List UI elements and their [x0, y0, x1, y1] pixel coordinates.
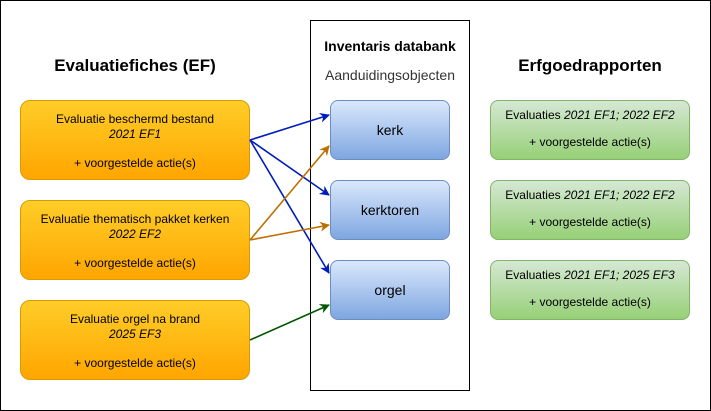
evaluation-code: 2021 EF1 — [108, 127, 162, 141]
arrow-ef1-to-kerktoren — [249, 139, 330, 196]
report-card-orgel[interactable]: Evaluaties 2021 EF1; 2025 EF3 + voorgest… — [490, 260, 690, 320]
evaluation-action: + voorgestelde actie(s) — [74, 256, 196, 270]
evaluation-code: 2025 EF3 — [108, 327, 162, 341]
evaluatiefiches-title: Evaluatiefiches (EF) — [54, 56, 216, 75]
arrow-ef1-to-kerk — [249, 112, 330, 141]
evaluation-title: Evaluatie beschermd bestand — [55, 112, 215, 126]
report-card-kerktoren[interactable]: Evaluaties 2021 EF1; 2022 EF2 + voorgest… — [490, 180, 690, 240]
report-codes: 2021 EF1; 2022 EF2 — [563, 108, 675, 122]
object-orgel[interactable]: orgel — [330, 260, 450, 320]
object-kerk[interactable]: kerk — [330, 100, 450, 160]
object-kerktoren[interactable]: kerktoren — [330, 180, 450, 240]
evaluation-action: + voorgestelde actie(s) — [74, 156, 196, 170]
report-card-kerk[interactable]: Evaluaties 2021 EF1; 2022 EF2 + voorgest… — [490, 100, 690, 160]
report-evaluations-line: Evaluaties 2021 EF1; 2022 EF2 — [491, 108, 689, 123]
report-codes: 2021 EF1; 2022 EF2 — [563, 188, 675, 202]
erfgoedrapporten-title: Erfgoedrapporten — [518, 56, 662, 75]
evaluation-code: 2022 EF2 — [108, 227, 162, 241]
evaluation-action: + voorgestelde actie(s) — [74, 356, 196, 370]
arrow-ef2-to-kerk — [249, 145, 330, 241]
report-prefix: Evaluaties — [505, 108, 564, 122]
report-evaluations-line: Evaluaties 2021 EF1; 2022 EF2 — [491, 188, 689, 203]
report-codes: 2021 EF1; 2025 EF3 — [563, 268, 675, 282]
arrow-ef3-to-orgel — [249, 304, 330, 341]
evaluation-title: Evaluatie orgel na brand — [69, 312, 201, 326]
evaluation-card-ef2[interactable]: Evaluatie thematisch pakket kerken 2022 … — [20, 200, 250, 280]
report-action: + voorgestelde actie(s) — [529, 215, 651, 229]
evaluation-card-ef3[interactable]: Evaluatie orgel na brand 2025 EF3 + voor… — [20, 300, 250, 380]
report-prefix: Evaluaties — [505, 188, 564, 202]
arrow-ef1-to-orgel — [249, 139, 330, 274]
inventaris-databank-title: Inventaris databank — [324, 38, 456, 54]
arrow-ef2-to-kerktoren — [249, 221, 330, 241]
report-action: + voorgestelde actie(s) — [529, 135, 651, 149]
aanduidingsobjecten-subtitle: Aanduidingsobjecten — [325, 67, 455, 83]
report-action: + voorgestelde actie(s) — [529, 295, 651, 309]
evaluation-card-ef1[interactable]: Evaluatie beschermd bestand 2021 EF1 + v… — [20, 100, 250, 180]
report-prefix: Evaluaties — [505, 268, 564, 282]
evaluation-title: Evaluatie thematisch pakket kerken — [40, 212, 230, 226]
report-evaluations-line: Evaluaties 2021 EF1; 2025 EF3 — [491, 268, 689, 283]
